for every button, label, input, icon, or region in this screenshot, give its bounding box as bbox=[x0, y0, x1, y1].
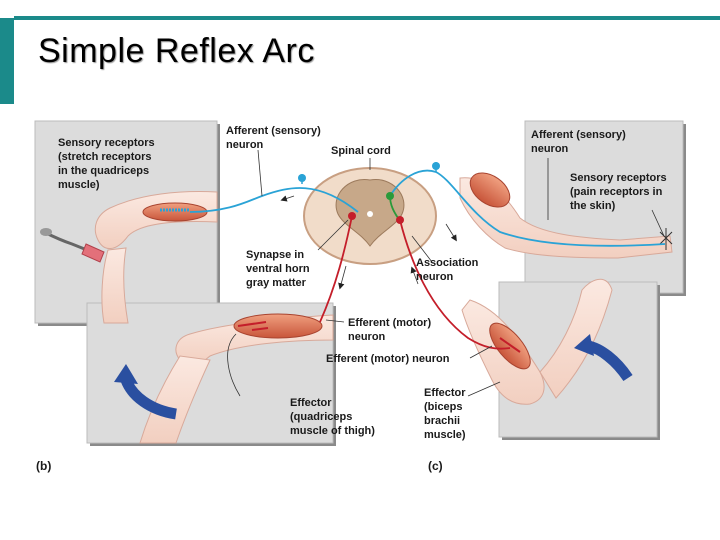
afferent-neuron-b-label: Afferent (sensory) neuron bbox=[226, 125, 324, 151]
slide-title: Simple Reflex Arc bbox=[38, 32, 315, 70]
leg-extension-illustration bbox=[139, 313, 334, 444]
reflex-hammer-icon bbox=[40, 228, 105, 263]
spinal-cord-label: Spinal cord bbox=[331, 145, 391, 157]
sensory-receptors-b-label: Sensory receptors (stretch receptors in … bbox=[58, 137, 158, 191]
panel-b-label: (b) bbox=[36, 459, 51, 473]
sensory-receptors-c-label: Sensory receptors (pain receptors in the… bbox=[570, 172, 670, 212]
efferent-neuron-c-label: Efferent (motor) neuron bbox=[326, 353, 450, 365]
title-underline bbox=[14, 16, 720, 20]
leg-illustration bbox=[94, 191, 218, 324]
effector-c-label: Effector (biceps brachii muscle) bbox=[424, 387, 469, 441]
spinal-cord bbox=[303, 167, 437, 265]
panel-c-label: (c) bbox=[428, 459, 443, 473]
arm-flexion-illustration bbox=[461, 278, 613, 405]
synapse-label: Synapse in ventral horn gray matter bbox=[246, 249, 313, 289]
sensory-receptor-icon bbox=[659, 228, 673, 250]
afferent-neuron-c-label: Afferent (sensory) neuron bbox=[531, 129, 629, 155]
efferent-neuron-b-label: Efferent (motor) neuron bbox=[348, 317, 434, 343]
quadriceps-muscle-contracted bbox=[233, 313, 323, 339]
rotation-arrow-icon bbox=[574, 334, 633, 382]
sensory-neuron-c bbox=[389, 162, 666, 247]
panel-c-top bbox=[524, 120, 686, 296]
leader-lines bbox=[227, 149, 665, 397]
motor-neuron-c bbox=[396, 216, 511, 350]
arm-illustration bbox=[459, 172, 673, 259]
effector-b-label: Effector (quadriceps muscle of thigh) bbox=[290, 397, 375, 437]
rotation-arrow-icon bbox=[114, 364, 178, 420]
association-neuron-label: Association neuron bbox=[416, 257, 481, 283]
motor-neuron-b bbox=[319, 212, 356, 323]
association-neuron bbox=[386, 192, 399, 219]
accent-bar bbox=[0, 18, 14, 104]
